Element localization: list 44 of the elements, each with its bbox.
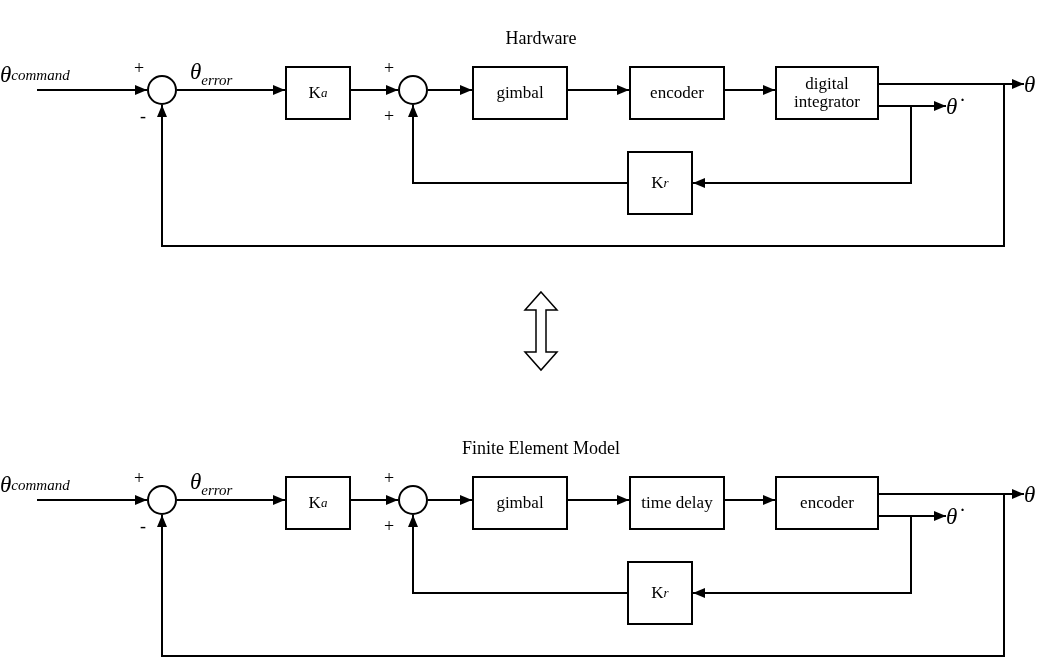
block: digital integrator: [775, 66, 879, 120]
arrow: [427, 495, 473, 505]
sign-label: +: [134, 468, 145, 489]
arrow: [692, 105, 912, 188]
block: time delay: [629, 476, 725, 530]
arrow: [176, 495, 286, 505]
block: encoder: [775, 476, 879, 530]
signal-label: θ̇: [946, 502, 972, 532]
arrow: [567, 85, 630, 95]
arrow: [408, 104, 628, 184]
section-title: Finite Element Model: [462, 438, 620, 459]
signal-label: θ: [1024, 70, 1054, 100]
arrow: [724, 495, 776, 505]
summing-junction: [147, 75, 177, 105]
sign-label: +: [384, 468, 395, 489]
arrow: [724, 85, 776, 95]
block: encoder: [629, 66, 725, 120]
arrow: [427, 85, 473, 95]
section-title: Hardware: [505, 28, 577, 49]
arrow: [176, 85, 286, 95]
sign-label: +: [134, 58, 145, 79]
edge-label: θ$_{error}$: [190, 470, 233, 498]
arrow: [36, 85, 148, 95]
arrow: [157, 83, 1005, 247]
sign-label: -: [140, 106, 146, 127]
sign-label: +: [384, 58, 395, 79]
arrow: [692, 515, 912, 598]
sign-label: -: [140, 516, 146, 537]
arrow: [408, 514, 628, 594]
summing-junction: [147, 485, 177, 515]
arrow: [157, 493, 1005, 657]
sign-label: +: [384, 516, 395, 537]
block: gimbal: [472, 476, 568, 530]
edge-label: θ$_{error}$: [190, 60, 233, 88]
summing-junction: [398, 485, 428, 515]
signal-label: θ: [1024, 480, 1054, 510]
arrow: [350, 85, 399, 95]
arrow: [567, 495, 630, 505]
signal-label: θ̇: [946, 92, 972, 122]
summing-junction: [398, 75, 428, 105]
arrow: [350, 495, 399, 505]
sign-label: +: [384, 106, 395, 127]
block: gimbal: [472, 66, 568, 120]
arrow: [36, 495, 148, 505]
